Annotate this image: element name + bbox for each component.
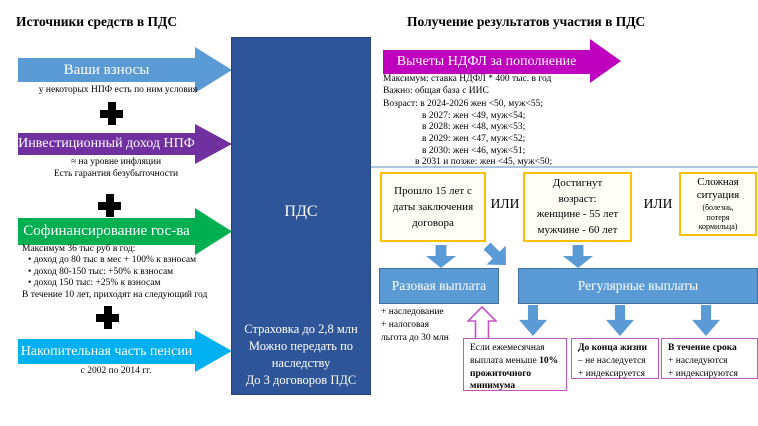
regular-payout-box: Регулярные выплаты [518,268,758,304]
deduction-detail-line: Возраст: в 2024-2026 жен <50, муж<55; [383,98,544,109]
condition-line: договора [412,217,454,229]
source-label: Инвестиционный доход НПФ [18,136,195,151]
regular-payout-label: Регулярные выплаты [577,278,699,293]
outcome-line: + индексируется [578,368,645,379]
source-note-investment: ≈ на уровне инфляции Есть гарантия безуб… [18,157,214,180]
pds-footer-line: Страховка до 2,8 млн [244,322,358,336]
deduction-detail-line: Максимум: ставка НДФЛ * 400 тыс. в год [383,74,552,84]
cofinancing-details: Максимум 36 тыс руб в год: • доход до 80… [22,244,227,301]
condition-title: Сложная ситуация [696,176,740,202]
source-arrow-contributions: Ваши взносы [18,47,232,93]
deduction-label: Вычеты НДФЛ за пополнение [396,54,577,69]
deduction-arrow: Вычеты НДФЛ за пополнение [383,39,621,83]
deduction-detail-line: Важно: общая база с ИИС [383,85,489,96]
note-line: Есть гарантия безубыточности [53,168,179,179]
right-section-title: Получение результатов участия в ПДС [407,14,646,29]
outcome-box-fixed-term: В течение срока + наследуются + индексир… [661,338,758,379]
deduction-detail-line: в 2031 и позже: жен <45, муж<50; [415,157,553,168]
up-arrow-icon [467,306,497,340]
condition-line: Достигнут [552,177,603,189]
outcome-box-lifetime: До конца жизни – не наследуется + индекс… [571,338,659,379]
detail-line: Максимум 36 тыс руб в год: [22,244,136,254]
condition-line: даты заключения [392,201,474,213]
condition-box-hardship: Сложная ситуация (болезнь, потеря кормил… [679,172,757,236]
condition-line: женщине - 55 лет [536,208,619,220]
pds-title: ПДС [284,203,318,220]
source-label: Софинансирование гос-ва [23,223,190,239]
down-arrow-icon [426,245,456,268]
detail-line: В течение 10 лет, приходят на следующий … [22,289,208,300]
outcome-title: До конца жизни [578,343,647,353]
outcome-line: – не наследуется [578,355,646,366]
outcome-line: + наследуются [668,355,728,366]
single-payout-notes: + наследование + налоговая льгота до 30 … [381,306,471,345]
source-label: Ваши взносы [63,61,150,78]
deduction-details: Максимум: ставка НДФЛ * 400 тыс. в год В… [383,74,653,169]
outcome-title: В течение срока [668,343,737,353]
source-note-contributions: у некоторых НПФ есть по ним условия [38,85,198,95]
condition-box-age: Достигнут возраст: женщине - 55 лет мужч… [523,172,632,242]
source-arrow-funded-pension: Накопительная часть пенсии [18,330,232,372]
outcome-text: Если ежемесячная выплата меньше [470,343,545,366]
deduction-detail-line: в 2027: жен <49, муж<54; [422,110,526,121]
pds-footer-line: До 3 договоров ПДС [245,373,357,387]
or-label: ИЛИ [490,196,520,211]
condition-line: Прошло 15 лет с [394,185,472,197]
down-arrow-icon [692,305,720,336]
pds-footer: Страховка до 2,8 млн Можно передать по н… [235,321,367,389]
deduction-detail-line: в 2030: жен <46, муж<51; [422,145,526,156]
down-arrow-icon [519,305,547,336]
condition-small-text: (болезнь, потеря кормильца) [698,203,738,232]
condition-box-15-years: Прошло 15 лет с даты заключения договора [380,172,486,242]
condition-line: возраст: [558,192,597,205]
outcome-text-bold: 10% прожиточного минимума [470,355,559,392]
left-section-title: Источники средств в ПДС [16,14,178,29]
source-arrow-investment-income: Инвестиционный доход НПФ [18,124,232,164]
plus-icon [96,306,119,329]
plus-icon [98,194,121,217]
source-note-funded-pension: с 2002 по 2014 гг. [80,366,152,376]
detail-line: • доход до 80 тыс в мес + 100% к взносам [28,255,197,266]
single-payout-box: Разовая выплата [379,268,499,304]
outcome-line: + индексируются [668,368,738,379]
source-arrow-cofinancing: Софинансирование гос-ва [18,208,232,255]
note-line: льгота до 30 млн [381,333,449,343]
section-divider [371,166,758,168]
plus-icon [100,102,123,125]
detail-line: • доход 150 тыс: +25% к взносам [28,278,161,289]
note-line: + наследование [381,307,444,317]
source-label: Накопительная часть пенсии [20,343,193,359]
outcome-box-small-payment: Если ежемесячная выплата меньше 10% прож… [463,338,567,391]
note-line: + налоговая [381,320,429,330]
pds-footer-line: Можно передать по наследству [248,339,354,370]
or-label: ИЛИ [643,196,673,211]
deduction-detail-line: в 2028: жен <48, муж<53; [422,122,526,133]
note-line: ≈ на уровне инфляции [70,157,162,167]
down-arrow-icon [563,245,593,268]
down-arrow-icon [606,305,634,336]
single-payout-label: Разовая выплата [391,278,487,293]
detail-line: • доход 80-150 тыс: +50% к взносам [28,266,174,277]
pds-box: ПДС Страховка до 2,8 млн Можно передать … [231,37,371,395]
deduction-detail-line: в 2029: жен <47, муж<52; [422,134,526,145]
condition-line: мужчине - 60 лет [537,223,618,236]
